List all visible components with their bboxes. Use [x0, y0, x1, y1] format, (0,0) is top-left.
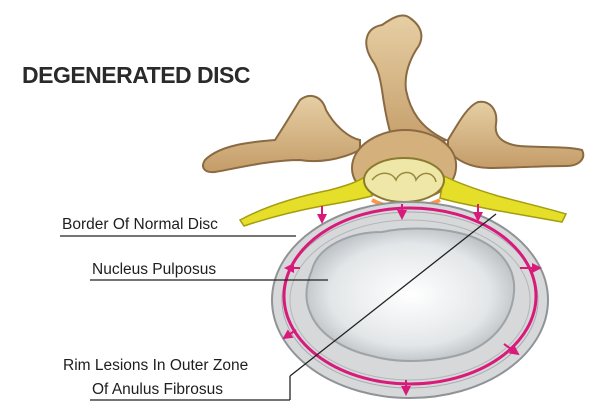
- spinal-cord: [364, 158, 444, 202]
- diagram-title: DEGENERATED DISC: [22, 62, 250, 89]
- label-border-of-normal-disc: Border Of Normal Disc: [62, 216, 218, 234]
- label-rim-lesions-line2: Of Anulus Fibrosus: [92, 381, 223, 399]
- label-nucleus-pulposus: Nucleus Pulposus: [92, 261, 216, 279]
- vertebral-arch: [203, 96, 360, 172]
- vertebral-arch-right: [448, 102, 583, 168]
- label-rim-lesions-line1: Rim Lesions In Outer Zone: [63, 357, 248, 375]
- nucleus-pulposus: [306, 229, 514, 361]
